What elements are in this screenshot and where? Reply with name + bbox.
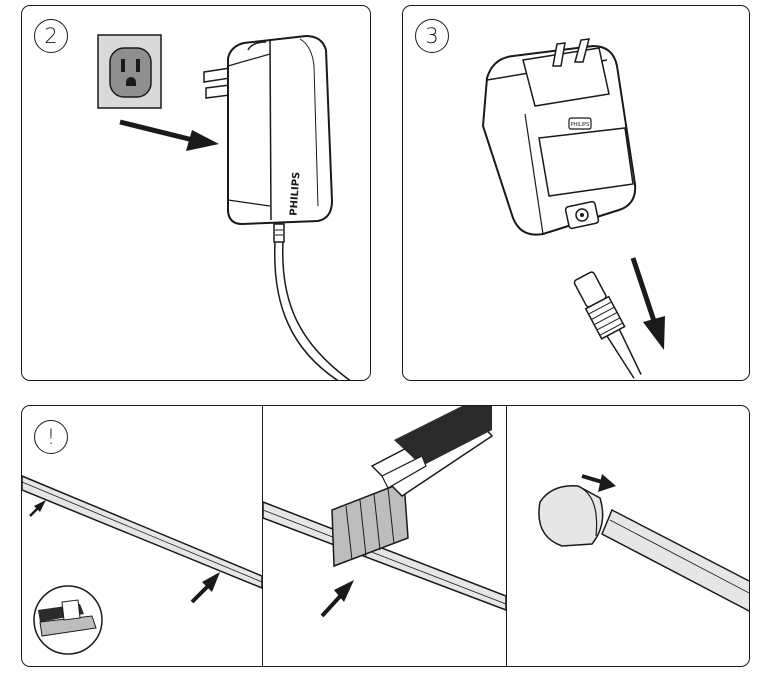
- warning-badge: !: [34, 420, 68, 454]
- adapter-socket-label: PHILIPS: [571, 122, 590, 128]
- pull-arrow: [630, 257, 658, 325]
- pull-arrow-head: [643, 316, 665, 350]
- step-2-panel: 2 PHILIPS: [21, 5, 371, 381]
- adapter-brand-label: PHILIPS: [288, 171, 302, 216]
- warning-panel: !: [21, 405, 750, 667]
- unplug-adapter-illustration: PHILIPS: [97, 34, 351, 380]
- adapter-cable: [273, 223, 351, 380]
- power-adapter: PHILIPS: [481, 38, 637, 236]
- wall-outlet: [97, 34, 162, 109]
- strip-handling-illustration: [22, 406, 749, 655]
- frame-divider-2: [506, 406, 507, 666]
- slide-arrow: [581, 474, 603, 484]
- disconnect-plug-illustration: PHILIPS: [481, 38, 665, 379]
- frame-strip-markers: [22, 475, 263, 655]
- inset-cutter-detail: [33, 585, 103, 655]
- step-3-panel: 3 PHILIPS: [402, 5, 750, 381]
- step-2-badge: 2: [34, 19, 68, 53]
- power-adapter: PHILIPS: [227, 34, 334, 226]
- pull-arrow: [119, 119, 194, 143]
- frame-divider-1: [262, 406, 263, 666]
- pull-arrow-head: [186, 130, 219, 151]
- dc-plug: [573, 271, 642, 379]
- step-3-badge: 3: [415, 19, 449, 53]
- frame-end-cap: [538, 474, 749, 612]
- frame-knife-cut: [262, 406, 507, 618]
- adapter-prongs: [203, 67, 231, 99]
